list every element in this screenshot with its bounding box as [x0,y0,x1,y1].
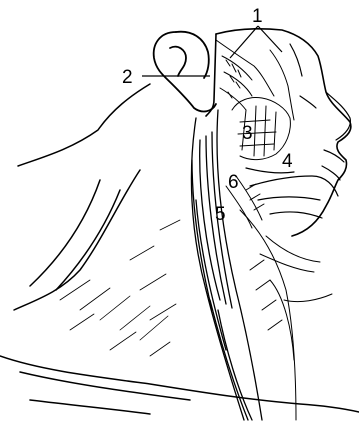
label-5: 5 [215,204,226,225]
label-4: 4 [282,151,293,172]
label-1: 1 [252,6,263,27]
ear [154,32,216,112]
label-3: 3 [242,123,253,144]
label-6: 6 [228,172,239,193]
label-2: 2 [122,67,133,88]
head-outline [206,29,351,236]
posterior-triangle-shading [60,220,180,356]
neck-contour [0,84,359,414]
sternocleidomastoid-muscle [191,110,262,420]
leader-lines [142,26,282,76]
anterior-neck-region [240,210,332,420]
